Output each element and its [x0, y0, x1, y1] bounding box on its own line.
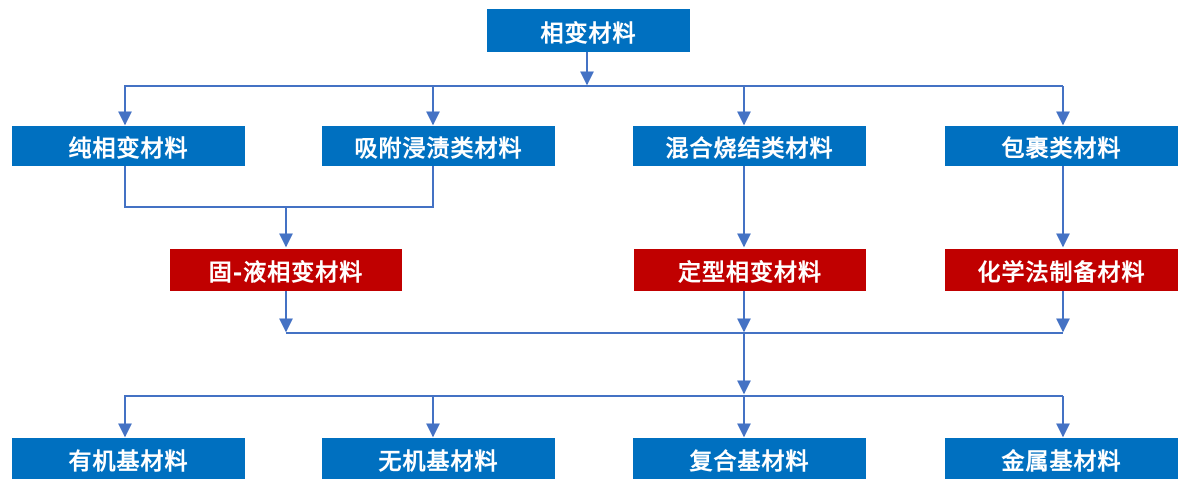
category-adsorption-impregnation: 吸附浸渍类材料: [322, 126, 555, 166]
category-mixed-sintering: 混合烧结类材料: [633, 126, 866, 166]
substrate-inorganic: 无机基材料: [322, 438, 555, 479]
category-pure: 纯相变材料: [12, 126, 245, 166]
node-solid-liquid: 固-液相变材料: [170, 249, 402, 291]
node-shape-stabilized: 定型相变材料: [634, 249, 866, 291]
substrate-organic: 有机基材料: [12, 438, 245, 479]
substrate-composite: 复合基材料: [633, 438, 866, 479]
substrate-metal: 金属基材料: [945, 438, 1178, 479]
node-chemical-preparation: 化学法制备材料: [945, 249, 1178, 291]
category-encapsulation: 包裹类材料: [945, 126, 1178, 166]
root-node: 相变材料: [487, 9, 690, 52]
